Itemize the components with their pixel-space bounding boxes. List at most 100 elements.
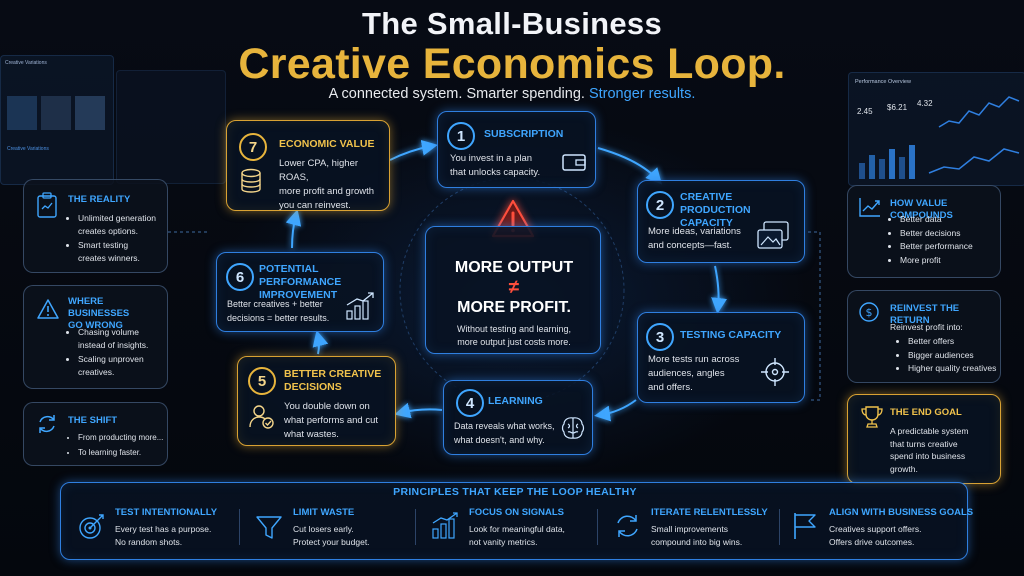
panel-title: REINVEST THE RETURN [890, 303, 960, 326]
panel-title: THE SHIFT [68, 415, 118, 426]
arrow-5-to-6 [312, 330, 329, 355]
loop-card-performance-improvement[interactable]: 6 POTENTIAL PERFORMANCE IMPROVEMENT Bett… [216, 252, 384, 332]
title-line-1: The Small-Business [362, 6, 662, 41]
panel-body-line: that turns creative [890, 438, 958, 449]
center-sub-line: more output just costs more. [457, 337, 571, 347]
step-body-line: what wastes. [284, 429, 339, 440]
step-body-line: decisions = better results. [227, 313, 330, 323]
panel-body: A predictable system that turns creative… [890, 425, 968, 475]
principle-body: Cut losers early.Protect your budget. [293, 523, 370, 549]
loop-card-testing-capacity[interactable]: 3 TESTING CAPACITY More tests run across… [637, 312, 805, 403]
loop-card-learning[interactable]: 4 LEARNING Data reveals what works, what… [443, 380, 593, 455]
panel-list: Better offers Bigger audiences Higher qu… [898, 336, 996, 377]
growth-chart-icon [346, 292, 374, 320]
principle-body: Every test has a purpose.No random shots… [115, 523, 211, 549]
principle-body-line: Look for meaningful data, [469, 524, 565, 534]
brain-icon [561, 417, 585, 439]
subtitle-highlight: Stronger results. [588, 86, 696, 102]
principles-heading: PRINCIPLES THAT KEEP THE LOOP HEALTHY [393, 486, 637, 498]
separator [597, 509, 598, 545]
step-title-line: DECISIONS [284, 381, 342, 393]
signal-chart-icon [432, 512, 458, 539]
monitor-right-title: Performance Overview [855, 79, 911, 85]
loop-card-subscription[interactable]: 1 SUBSCRIPTION You invest in a plan that… [437, 111, 596, 188]
panel-title-line: GO WRONG [68, 320, 123, 331]
step-title-line: POTENTIAL PERFORMANCE [259, 263, 342, 288]
step-title: BETTER CREATIVE DECISIONS [284, 368, 381, 394]
list-item: More profit [900, 255, 973, 267]
principle-title: TEST INTENTIONALLY [115, 507, 218, 518]
warning-icon [37, 299, 59, 319]
loop-card-economic-value[interactable]: 7 ECONOMIC VALUE Lower CPA, higher ROAS,… [226, 120, 390, 211]
step-number: 7 [239, 133, 267, 161]
funnel-icon [256, 516, 282, 539]
step-title-line: IMPROVEMENT [259, 289, 338, 301]
step-body-line: Data reveals what works, [454, 421, 555, 431]
list-item: Better decisions [900, 228, 973, 240]
list-item: From producting more... [78, 432, 163, 445]
arrow-6-to-7 [285, 209, 302, 249]
panel-list: From producting more... To learning fast… [68, 432, 163, 461]
principle-body-line: Protect your budget. [293, 537, 370, 547]
list-item: Better performance [900, 241, 973, 253]
separator [415, 509, 416, 545]
panel-title: THE END GOAL [890, 407, 962, 418]
principle-title: ITERATE RELENTLESSLY [651, 507, 768, 518]
list-item: Bigger audiences [908, 350, 996, 362]
person-check-icon [249, 405, 274, 429]
principle-body: Creatives support offers. Offers drive ou… [829, 523, 921, 549]
list-item: Higher quality creatives [908, 363, 996, 375]
step-title: ECONOMIC VALUE [279, 138, 375, 150]
panel-reinvest-the-return: $ REINVEST THE RETURN Reinvest profit in… [847, 290, 1001, 383]
step-title: LEARNING [488, 395, 543, 407]
arrow-3-to-4 [594, 399, 637, 422]
step-number: 6 [226, 263, 254, 291]
center-not-equal: ≠ [508, 277, 520, 298]
principle-body-line: not vanity metrics. [469, 537, 538, 547]
refresh-icon [39, 415, 55, 433]
principle-body-line: Offers drive outcomes. [829, 537, 915, 547]
step-body-line: you can reinvest. [279, 200, 351, 211]
principle-body: Look for meaningful data, not vanity metr… [469, 523, 565, 549]
monitor-left-tile [41, 96, 71, 130]
trend-up-icon [859, 198, 880, 217]
principle-title: LIMIT WASTE [293, 507, 355, 518]
step-body: Better creatives + better decisions = be… [227, 297, 329, 325]
step-body: You invest in a plan that unlocks capaci… [450, 152, 540, 180]
arrow-2-to-3 [711, 265, 728, 314]
step-title-line: BETTER CREATIVE [284, 368, 382, 380]
dollar-circle-icon: $ [859, 302, 879, 322]
svg-text:$: $ [866, 306, 873, 319]
step-body: You double down on what performs and cut… [284, 400, 378, 442]
trophy-icon [861, 406, 883, 428]
separator [779, 509, 780, 545]
step-body-line: More ideas, variations [648, 226, 741, 237]
step-body-line: audiences, angles [648, 368, 725, 379]
panel-intro: Reinvest profit into: [890, 322, 963, 332]
center-sub: Without testing and learning, more outpu… [426, 323, 602, 349]
list-item: Better offers [908, 336, 996, 348]
background-monitor-left-2 [116, 70, 226, 184]
principle-title: FOCUS ON SIGNALS [469, 507, 565, 518]
step-number: 5 [248, 367, 276, 395]
principle-body-line: Creatives support offers. [829, 524, 922, 534]
step-title-line: CREATIVE PRODUCTION [680, 191, 751, 216]
step-title: SUBSCRIPTION [484, 128, 564, 140]
loop-card-creative-production[interactable]: 2 CREATIVE PRODUCTION CAPACITY More idea… [637, 180, 805, 263]
panel-title: WHERE BUSINESSES GO WRONG [68, 296, 167, 332]
step-body-line: You double down on [284, 401, 370, 412]
step-body-line: More tests run across [648, 354, 740, 365]
arrow-4-to-5 [394, 402, 443, 419]
center-card: MORE OUTPUT ≠ MORE PROFIT. Without testi… [425, 226, 601, 354]
monitor-right-value: 4.32 [917, 99, 933, 108]
panel-body-line: spend into business [890, 451, 966, 461]
step-body: Data reveals what works, what doesn't, a… [454, 419, 555, 447]
panel-list: Better data Better decisions Better perf… [890, 214, 973, 268]
loop-card-better-decisions[interactable]: 5 BETTER CREATIVE DECISIONS You double d… [237, 356, 396, 446]
center-line-2: MORE PROFIT. [457, 299, 571, 316]
step-body: Lower CPA, higher ROAS, more profit and … [279, 157, 389, 213]
